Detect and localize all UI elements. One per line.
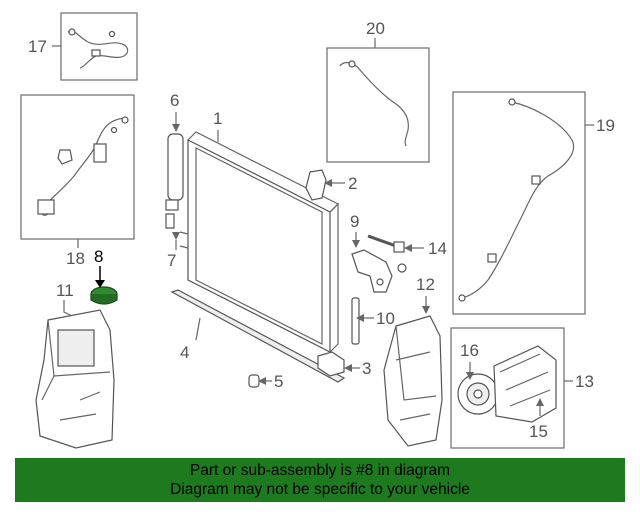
callout-16: 16 <box>460 341 479 360</box>
info-banner: Part or sub-assembly is #8 in diagram Di… <box>15 458 625 502</box>
callout-2: 2 <box>348 174 357 193</box>
part-7-bracket[interactable] <box>165 213 175 229</box>
callout-19: 19 <box>596 116 615 135</box>
callout-11: 11 <box>56 281 74 300</box>
callout-13: 13 <box>575 372 594 391</box>
banner-line-1: Part or sub-assembly is #8 in diagram <box>189 462 451 479</box>
part-3-bracket[interactable] <box>317 351 345 377</box>
part-6-receiver-drier[interactable] <box>165 133 184 211</box>
part-17-hose-assembly[interactable] <box>60 12 138 81</box>
callout-1: 1 <box>213 109 222 128</box>
part-8-highlighted[interactable] <box>90 286 118 305</box>
part-4-seal[interactable] <box>170 289 346 383</box>
part-20-hose[interactable] <box>326 47 430 163</box>
part-2-bracket[interactable] <box>305 169 327 201</box>
callout-17: 17 <box>28 37 47 56</box>
callout-3: 3 <box>362 359 371 378</box>
callout-7: 7 <box>167 251 176 270</box>
part-10-pipe[interactable] <box>351 297 360 345</box>
part-9-bracket[interactable] <box>351 249 393 293</box>
part-13-compressor[interactable] <box>450 327 565 449</box>
banner-line-2: Diagram may not be specific to your vehi… <box>170 481 470 498</box>
parts-diagram: 17 18 8 11 6 7 1 <box>20 12 615 449</box>
callout-10: 10 <box>376 309 395 328</box>
part-18-hose-assembly[interactable] <box>20 94 135 240</box>
callout-12: 12 <box>416 275 435 294</box>
callout-18: 18 <box>66 249 85 268</box>
callout-15: 15 <box>529 422 548 441</box>
part-19-pipe-assembly[interactable] <box>452 91 586 315</box>
callout-9: 9 <box>350 212 359 231</box>
callout-14: 14 <box>428 239 447 258</box>
part-1-condenser[interactable] <box>179 131 340 353</box>
part-5-clip[interactable] <box>248 374 260 388</box>
callout-20: 20 <box>366 19 385 38</box>
part-12-air-guide[interactable] <box>383 315 443 447</box>
callout-5: 5 <box>274 372 283 391</box>
part-11-air-guide[interactable] <box>35 309 115 449</box>
callout-4: 4 <box>180 343 189 362</box>
part-14-bolt[interactable] <box>367 234 407 273</box>
callout-8: 8 <box>94 247 103 266</box>
callout-6: 6 <box>170 91 179 110</box>
